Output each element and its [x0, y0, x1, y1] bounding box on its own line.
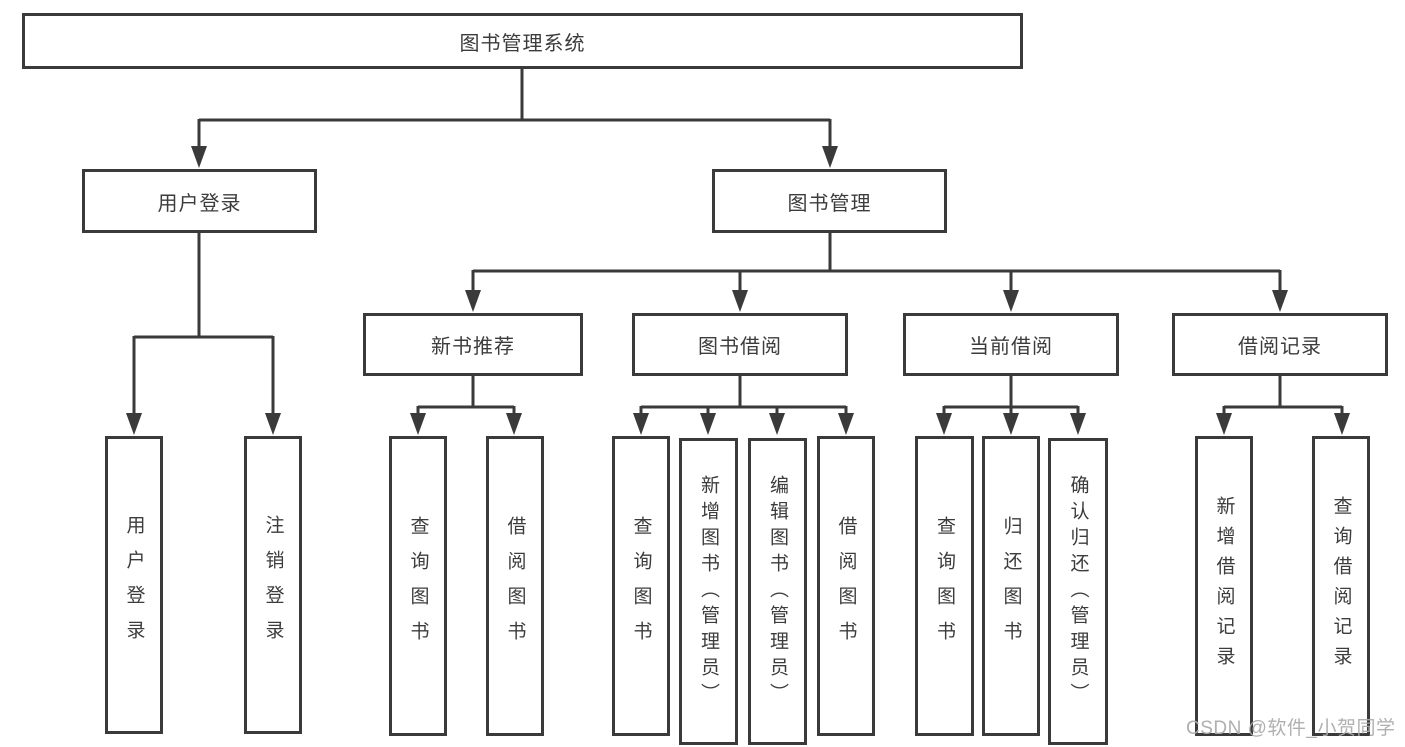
leaf-user-login: 用户登录 [105, 436, 163, 734]
leaf-borrow-books: 借阅图书 [817, 436, 875, 736]
leaf-logout: 注销登录 [244, 436, 302, 734]
csdn-watermark: CSDN @软件_小贺同学 [1186, 718, 1396, 739]
leaf-confirm-return-admin: 确认归还（管理员） [1048, 438, 1108, 745]
leaf-query-books-recommend: 查询图书 [389, 436, 447, 736]
leaf-query-books-borrow: 查询图书 [612, 436, 670, 736]
leaf-return-books: 归还图书 [982, 436, 1040, 736]
leaf-add-borrow-record: 新增借阅记录 [1195, 436, 1253, 736]
node-new-book-recommend: 新书推荐 [363, 313, 583, 376]
node-user-login: 用户登录 [82, 169, 317, 233]
node-current-borrow: 当前借阅 [903, 313, 1119, 376]
leaf-borrow-books-recommend: 借阅图书 [486, 436, 544, 736]
leaf-query-borrow-record: 查询借阅记录 [1312, 436, 1370, 736]
leaf-edit-books-admin: 编辑图书（管理员） [748, 438, 807, 745]
node-book-borrow: 图书借阅 [632, 313, 848, 376]
node-library-system: 图书管理系统 [22, 13, 1023, 69]
node-book-management: 图书管理 [712, 169, 947, 233]
node-borrow-records: 借阅记录 [1172, 313, 1388, 376]
leaf-add-books-admin: 新增图书（管理员） [679, 438, 738, 745]
arrowheads [126, 146, 1350, 435]
leaf-query-books-current: 查询图书 [915, 436, 974, 736]
